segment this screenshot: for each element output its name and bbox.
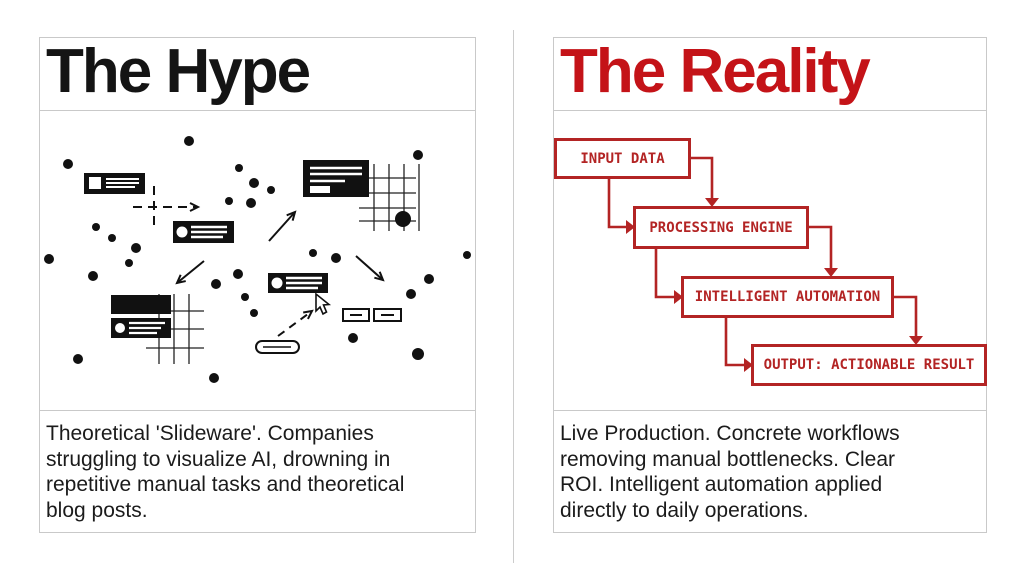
card-icon [173, 221, 234, 243]
scatter-dots [44, 136, 471, 383]
flow-connectors [607, 156, 923, 372]
arrow-down-right [355, 255, 385, 282]
center-divider [513, 30, 514, 563]
flow-step-intelligent-automation: INTELLIGENT AUTOMATION [681, 276, 894, 318]
reality-panel: The Reality [553, 37, 987, 533]
arrow-down-left [175, 260, 205, 285]
hype-panel: The Hype [39, 37, 476, 533]
hype-header: The Hype [40, 38, 475, 111]
flow-arrowheads [626, 198, 923, 372]
reality-flow-diagram: INPUT DATA PROCESSING ENGINE INTELLIGENT… [554, 111, 987, 411]
card-icon [84, 173, 145, 194]
card-icon [268, 273, 328, 293]
caption-line: struggling to visualize AI, drowning in [46, 447, 391, 471]
card-icon [111, 295, 171, 314]
pill-icon [255, 340, 300, 354]
card-icon [303, 160, 369, 197]
cursor-icon [315, 292, 332, 316]
hype-caption: Theoretical 'Slideware'. Companies strug… [40, 411, 475, 523]
grid-node-dot [395, 211, 411, 227]
caption-line: blog posts. [46, 498, 148, 522]
caption-line: ROI. Intelligent automation applied [560, 473, 883, 496]
hype-chaos-diagram [40, 111, 475, 411]
arrow-up-right [268, 210, 297, 242]
hype-chaos-art [44, 136, 471, 383]
caption-line: Theoretical 'Slideware'. Companies [46, 422, 374, 445]
flow-step-output-result: OUTPUT: ACTIONABLE RESULT [751, 344, 987, 386]
caption-line: directly to daily operations. [560, 498, 809, 522]
hype-title: The Hype [46, 38, 311, 106]
caption-line: repetitive manual tasks and theoretical [46, 473, 405, 496]
flow-step-input-data: INPUT DATA [554, 138, 691, 179]
reality-caption: Live Production. Concrete workflows remo… [554, 411, 986, 523]
flow-step-processing-engine: PROCESSING ENGINE [633, 206, 809, 249]
caption-line: Live Production. Concrete workflows [560, 422, 900, 445]
reality-header: The Reality [554, 38, 986, 111]
card-icon [111, 318, 171, 338]
reality-title: The Reality [560, 38, 871, 106]
button-icon [373, 308, 402, 322]
caption-line: removing manual bottlenecks. Clear [560, 447, 895, 471]
button-icon [342, 308, 370, 322]
dashed-arrow-up-right [277, 309, 314, 337]
